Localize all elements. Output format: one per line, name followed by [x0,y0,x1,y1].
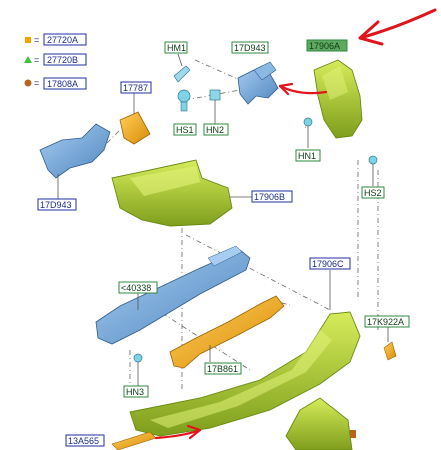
bumper-17906c [129,270,361,437]
svg-text:HN2: HN2 [206,125,224,135]
absorber-17b861 [169,295,285,369]
clip-hm1 [173,53,191,83]
red-arrow-middle [278,84,328,95]
reinforcement-40338 [95,245,251,345]
label-hs1: HS1 [173,123,197,136]
svg-text:17906B: 17906B [254,192,285,202]
label-hn2: HN2 [203,123,229,136]
bracket-17d943-left [39,123,111,200]
cover-17906b [111,159,252,227]
label-hm1: HM1 [164,41,188,54]
label-17d943-left: 17D943 [37,198,77,211]
svg-text:17K922A: 17K922A [367,317,404,327]
label-17d943-top: 17D943 [231,41,269,54]
svg-text:HN3: HN3 [126,387,144,397]
clip-hs2 [368,155,378,186]
svg-text:17906A: 17906A [309,41,340,51]
legend-code-27720b: 27720B [47,55,78,65]
svg-text:HN1: HN1 [298,151,316,161]
label-17787: 17787 [120,81,152,94]
svg-text:17D943: 17D943 [234,43,266,53]
clip-hn3 [133,353,143,386]
label-17b861: 17B861 [204,362,242,375]
label-17906c: 17906C [309,257,351,270]
bracket-17d943-upper [237,61,279,105]
svg-text:17D943: 17D943 [40,200,72,210]
svg-text:17906C: 17906C [312,259,344,269]
bracket-17787 [119,93,151,145]
panel-17906a [313,59,363,139]
bumper-corner-lower [285,397,356,450]
svg-text:HS1: HS1 [176,125,194,135]
legend-square-marker [25,37,31,43]
strip-13a565 [111,431,157,450]
label-40338: <40338 [118,281,158,294]
legend-eq-3: = [34,78,39,88]
legend-eq-2: = [34,55,39,65]
label-17906a: 17906A [306,39,348,52]
legend-code-17808a: 17808A [47,79,78,89]
svg-text:13A565: 13A565 [68,436,99,446]
label-13a565: 13A565 [65,434,105,447]
svg-text:17B861: 17B861 [207,364,238,374]
label-hn3: HN3 [123,385,149,398]
legend-circle-marker [24,79,32,87]
legend-code-27720a: 27720A [47,35,78,45]
clip-hs1 [177,89,191,112]
legend-triangle-marker [24,56,32,63]
label-hs2: HS2 [361,186,385,199]
svg-text:HS2: HS2 [364,188,382,198]
svg-text:<40338: <40338 [121,283,151,293]
svg-text:HM1: HM1 [167,43,186,53]
legend-eq-1: = [34,35,39,45]
label-17906b: 17906B [251,190,293,203]
red-annotations [154,8,437,440]
label-17k922a: 17K922A [364,315,410,328]
svg-text:17787: 17787 [123,83,148,93]
red-arrow-top-right [358,8,437,40]
legend: = 27720A = 27720B = 17808A [24,33,87,90]
part-labels: HM1 17D943 17906A 17787 HS1 HN2 HN1 HS2 [37,39,410,447]
clip-hn2 [209,89,221,124]
clip-hn1 [303,117,313,148]
label-hn1: HN1 [295,149,321,162]
clip-17k922a [383,327,397,361]
